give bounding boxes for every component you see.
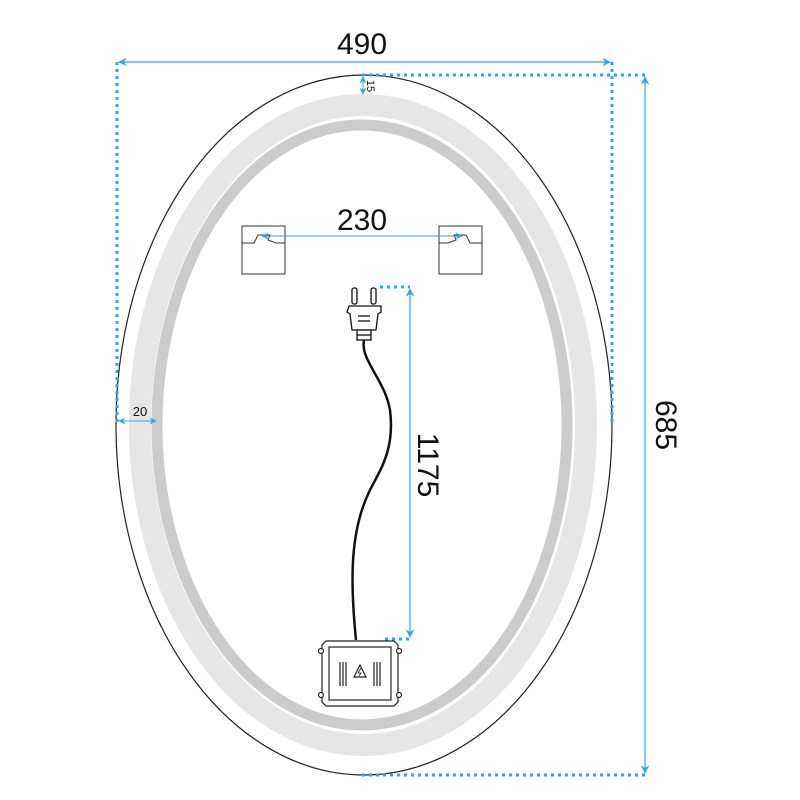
cable-length-dimension [380,285,415,641]
led-band-outer [129,94,597,756]
width-dimension [115,57,614,425]
led-band-inner [151,119,573,731]
height-dimension [362,73,650,777]
cable-length-label: 1175 [411,433,444,498]
junction-box-icon [317,640,403,707]
height-label: 685 [649,400,682,450]
width-label: 490 [337,28,387,61]
power-cable [351,339,393,641]
hook-left [241,225,286,275]
hook-right [438,225,483,275]
band-width-label: 20 [133,404,147,419]
power-plug-icon [346,287,382,341]
hook-spacing-label: 230 [337,204,387,237]
top-margin-label: 15 [364,80,376,92]
